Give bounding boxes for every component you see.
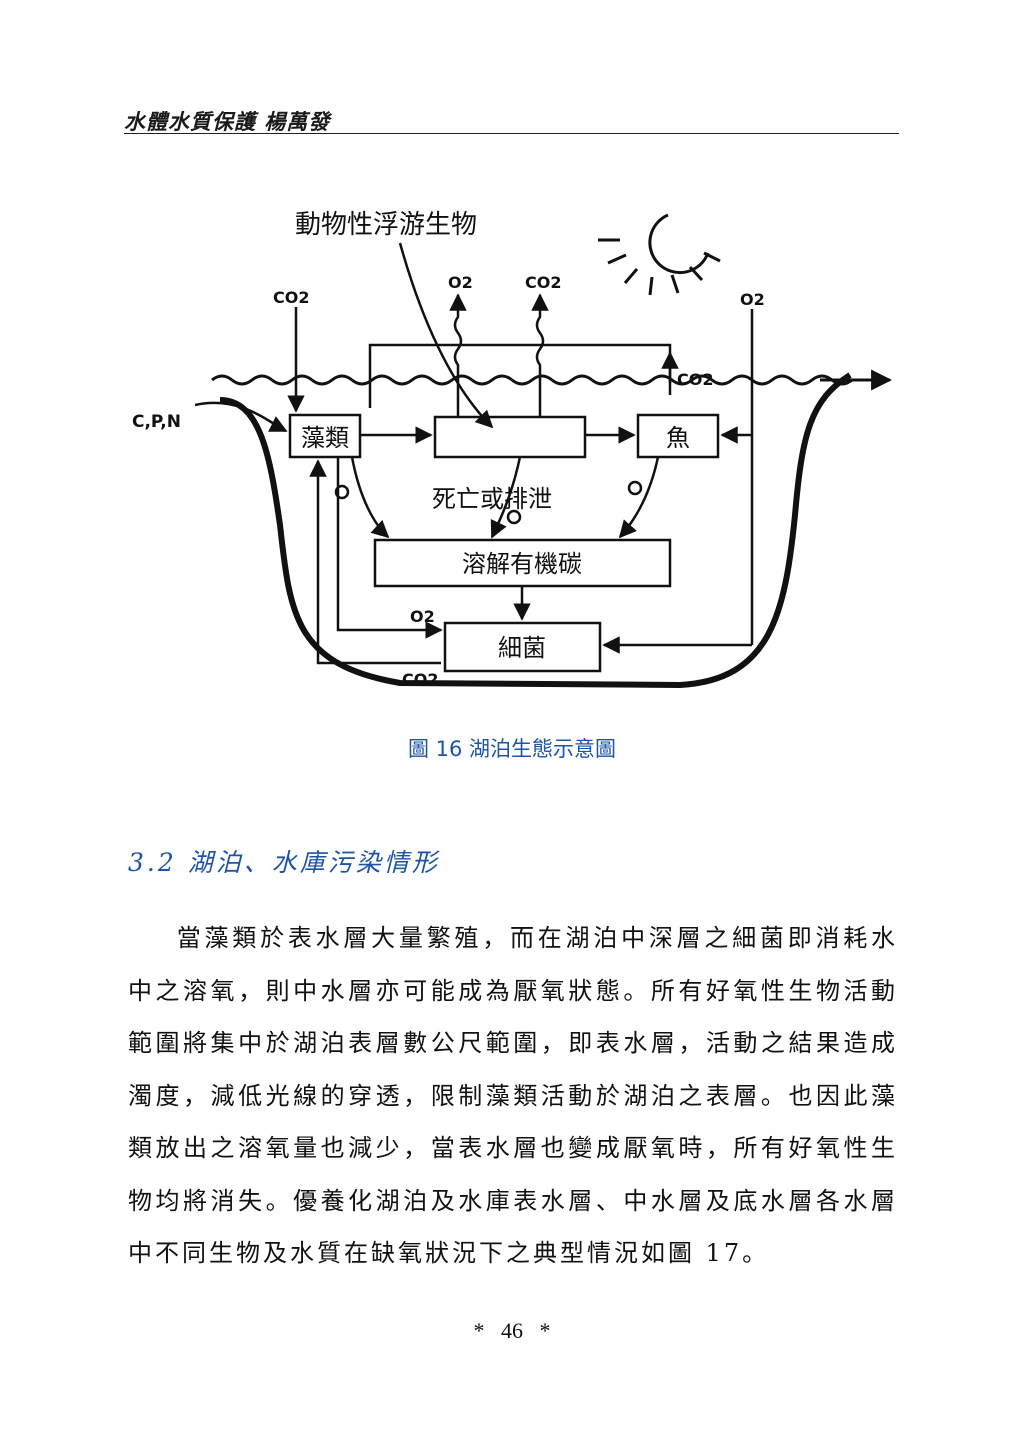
doc-label: 溶解有機碳 [462,550,582,578]
paragraph-text: 當藻類於表水層大量繁殖，而在湖泊中深層之細菌即消耗水中之溶氧，則中水層亦可能成為… [128,924,898,1267]
o2-right-label: O2 [740,290,765,309]
sun-icon [598,213,721,296]
lake-ecology-diagram: 藻類 魚 溶解有機碳 細菌 動物性浮游生物 死亡或排泄 C,P,N CO2 O2… [120,195,910,715]
page-number: * 46 * [473,1318,551,1343]
death-excretion-label: 死亡或排泄 [432,485,552,513]
running-header: 水體水質保護 楊萬發 [124,109,331,134]
nutrients-label: C,P,N [132,412,181,432]
zooplankton-box [433,415,587,459]
zooplankton-label: 動物性浮游生物 [295,210,477,240]
co2-surface-label: CO2 [677,370,713,389]
algae-box [288,413,362,459]
algae-label: 藻類 [301,424,349,452]
section-title: 3.2 湖泊、水庫污染情形 [128,848,440,877]
fish-box [636,413,720,459]
water-surface [211,374,853,386]
co2-left-label: CO2 [273,288,309,307]
lake-basin-outline [219,372,852,689]
header-rule [124,133,899,134]
body-paragraph: 當藻類於表水層大量繁殖，而在湖泊中深層之細菌即消耗水中之溶氧，則中水層亦可能成為… [128,912,898,1280]
bacteria-label: 細菌 [498,634,546,662]
doc-box [373,538,672,588]
fish-label: 魚 [666,424,690,452]
o2-top-label: O2 [448,273,473,292]
co2-bottom-label: CO2 [402,670,438,689]
figure-caption: 圖 16 湖泊生態示意圖 [407,737,617,761]
o2-bacteria-label: O2 [410,607,435,626]
bacteria-box [443,621,602,673]
co2-top-label: CO2 [525,273,561,292]
